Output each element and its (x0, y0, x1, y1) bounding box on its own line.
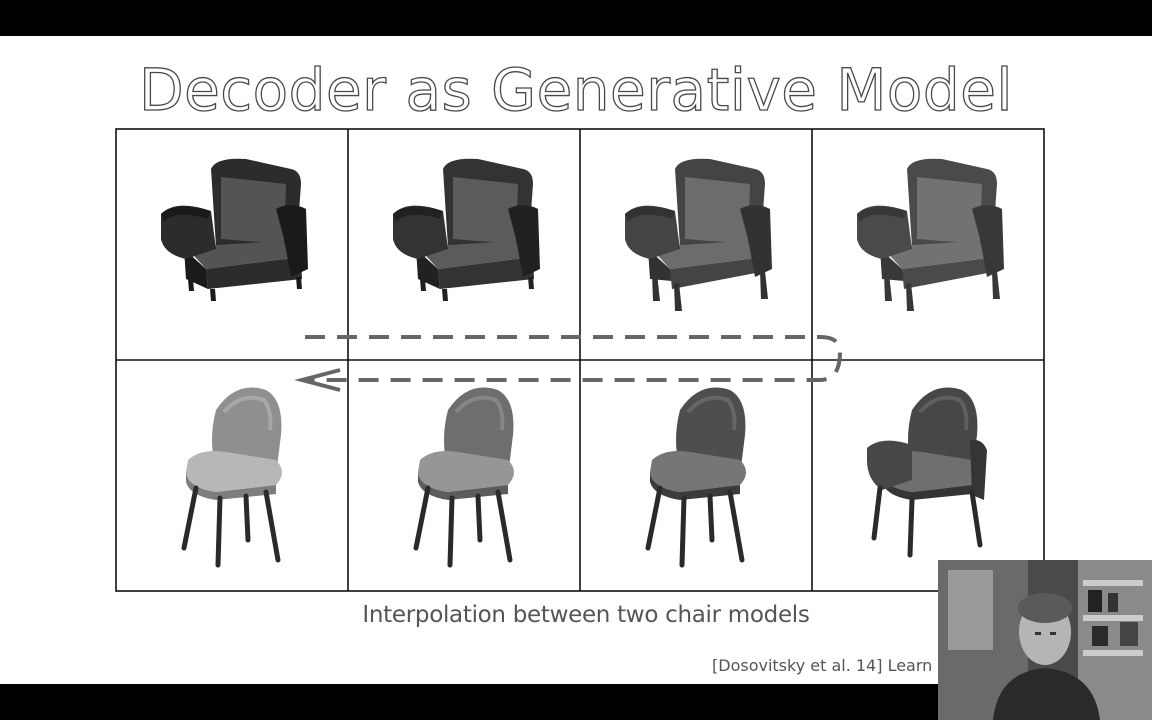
chair-image-1 (161, 158, 308, 301)
chair-image-8 (867, 387, 987, 558)
chair-image-7 (645, 387, 746, 568)
arrow-head-icon (294, 368, 341, 392)
interpolation-arrow (305, 335, 843, 382)
chair-image-6 (413, 387, 514, 568)
grid-lines (115, 128, 1045, 592)
presenter-webcam (938, 560, 1152, 720)
chair-image-2 (393, 158, 540, 301)
presenter-video-icon (938, 560, 1152, 720)
citation: [Dosovitsky et al. 14] Learn (712, 656, 933, 675)
chair-image-3 (625, 158, 772, 311)
chair-interpolation-figure (115, 128, 1045, 592)
slide: Decoder as Generative Model Interpolatio… (0, 36, 1152, 684)
figure-caption: Interpolation between two chair models (362, 602, 810, 628)
slide-title: Decoder as Generative Model (138, 55, 1014, 124)
chair-image-4 (857, 158, 1004, 311)
chair-image-5 (181, 387, 282, 568)
